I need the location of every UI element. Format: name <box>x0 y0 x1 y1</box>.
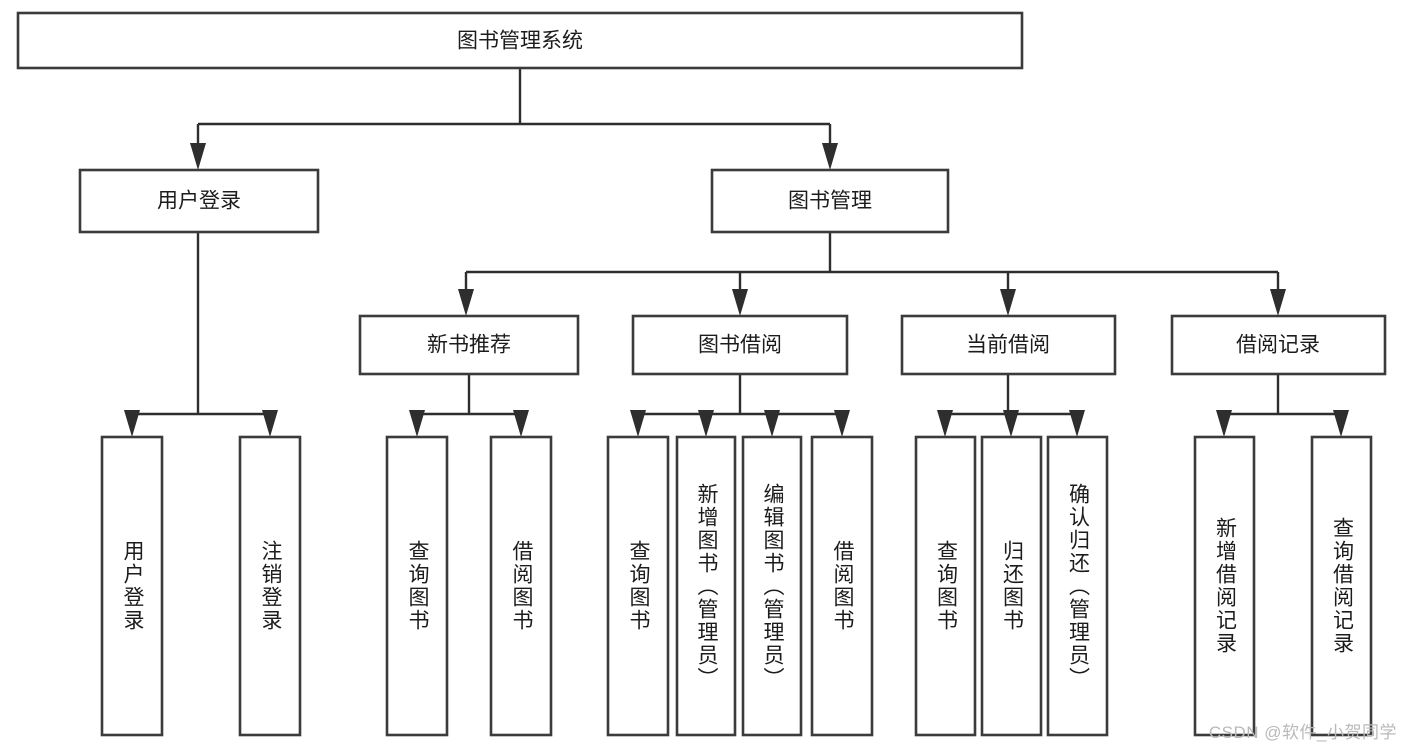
leaf-box-borrowrecord-1[interactable] <box>1193 435 1256 737</box>
arrow-head-userlogin <box>190 143 206 170</box>
node-current-borrow[interactable]: 当前借阅 <box>900 314 1117 376</box>
node-borrow-record-label: 借阅记录 <box>1236 334 1320 357</box>
arrow-head-leaf-bookborrow-1 <box>630 410 646 437</box>
arrow-head-borrowrecord <box>1270 289 1286 316</box>
node-new-book-recommend[interactable]: 新书推荐 <box>358 314 580 376</box>
leaf-box-newbook-2[interactable] <box>489 435 553 737</box>
arrow-head-leaf-user-login-2 <box>262 410 278 437</box>
leaf-box-user-login-1[interactable] <box>100 435 164 737</box>
node-current-borrow-label: 当前借阅 <box>966 334 1050 357</box>
node-borrow-record[interactable]: 借阅记录 <box>1170 314 1387 376</box>
node-book-borrow-label: 图书借阅 <box>698 334 782 357</box>
arrow-head-leaf-newbook-2 <box>513 410 529 437</box>
arrow-head-leaf-bookborrow-4 <box>834 410 850 437</box>
leaf-box-bookborrow-1[interactable] <box>606 435 670 737</box>
node-root-label: 图书管理系统 <box>457 30 583 53</box>
leaf-box-user-login-2[interactable] <box>238 435 302 737</box>
arrow-head-leaf-newbook-1 <box>409 410 425 437</box>
leaf-box-borrowrecord-2[interactable] <box>1310 435 1373 737</box>
node-user-login-box[interactable] <box>78 168 320 234</box>
arrow-head-leaf-currentborrow-1 <box>937 410 953 437</box>
node-root[interactable]: 图书管理系统 <box>16 11 1024 70</box>
csdn-watermark: CSDN @软件_小贺同学 <box>1208 723 1397 742</box>
node-book-borrow[interactable]: 图书借阅 <box>631 314 849 376</box>
connectors-layer <box>124 68 1349 437</box>
arrow-head-leaf-currentborrow-3 <box>1069 410 1085 437</box>
node-book-management-box[interactable] <box>710 168 950 234</box>
leaf-box-bookborrow-3[interactable] <box>741 435 803 737</box>
node-book-management-label: 图书管理 <box>788 190 872 213</box>
leaf-box-currentborrow-1[interactable] <box>914 435 977 737</box>
leaf-box-bookborrow-2[interactable] <box>675 435 737 737</box>
node-book-borrow-box[interactable] <box>631 314 849 376</box>
node-root-box[interactable] <box>16 11 1024 70</box>
arrow-head-leaf-user-login-1 <box>124 410 140 437</box>
node-user-login-label: 用户登录 <box>157 190 241 213</box>
arrow-head-bookmgmt <box>822 143 838 170</box>
arrow-head-newbook <box>458 289 474 316</box>
leaf-box-bookborrow-4[interactable] <box>810 435 874 737</box>
nodes-layer: 图书管理系统 用户登录 图书管理 新书推荐 图书借阅 <box>16 11 1387 737</box>
leaf-box-currentborrow-2[interactable] <box>980 435 1043 737</box>
node-current-borrow-box[interactable] <box>900 314 1117 376</box>
arrow-head-currentborrow <box>1000 289 1016 316</box>
node-user-login[interactable]: 用户登录 <box>78 168 320 234</box>
node-borrow-record-box[interactable] <box>1170 314 1387 376</box>
node-book-management[interactable]: 图书管理 <box>710 168 950 234</box>
arrow-head-bookborrow <box>732 289 748 316</box>
node-new-book-recommend-label: 新书推荐 <box>427 334 511 357</box>
arrow-head-leaf-currentborrow-2 <box>1003 410 1019 437</box>
arrow-head-leaf-borrowrecord-1 <box>1216 410 1232 437</box>
arrow-head-leaf-borrowrecord-2 <box>1333 410 1349 437</box>
arrow-head-leaf-bookborrow-2 <box>698 410 714 437</box>
arrow-head-leaf-bookborrow-3 <box>764 410 780 437</box>
node-new-book-recommend-box[interactable] <box>358 314 580 376</box>
leaf-box-newbook-1[interactable] <box>385 435 449 737</box>
leaf-box-currentborrow-3[interactable] <box>1046 435 1109 737</box>
